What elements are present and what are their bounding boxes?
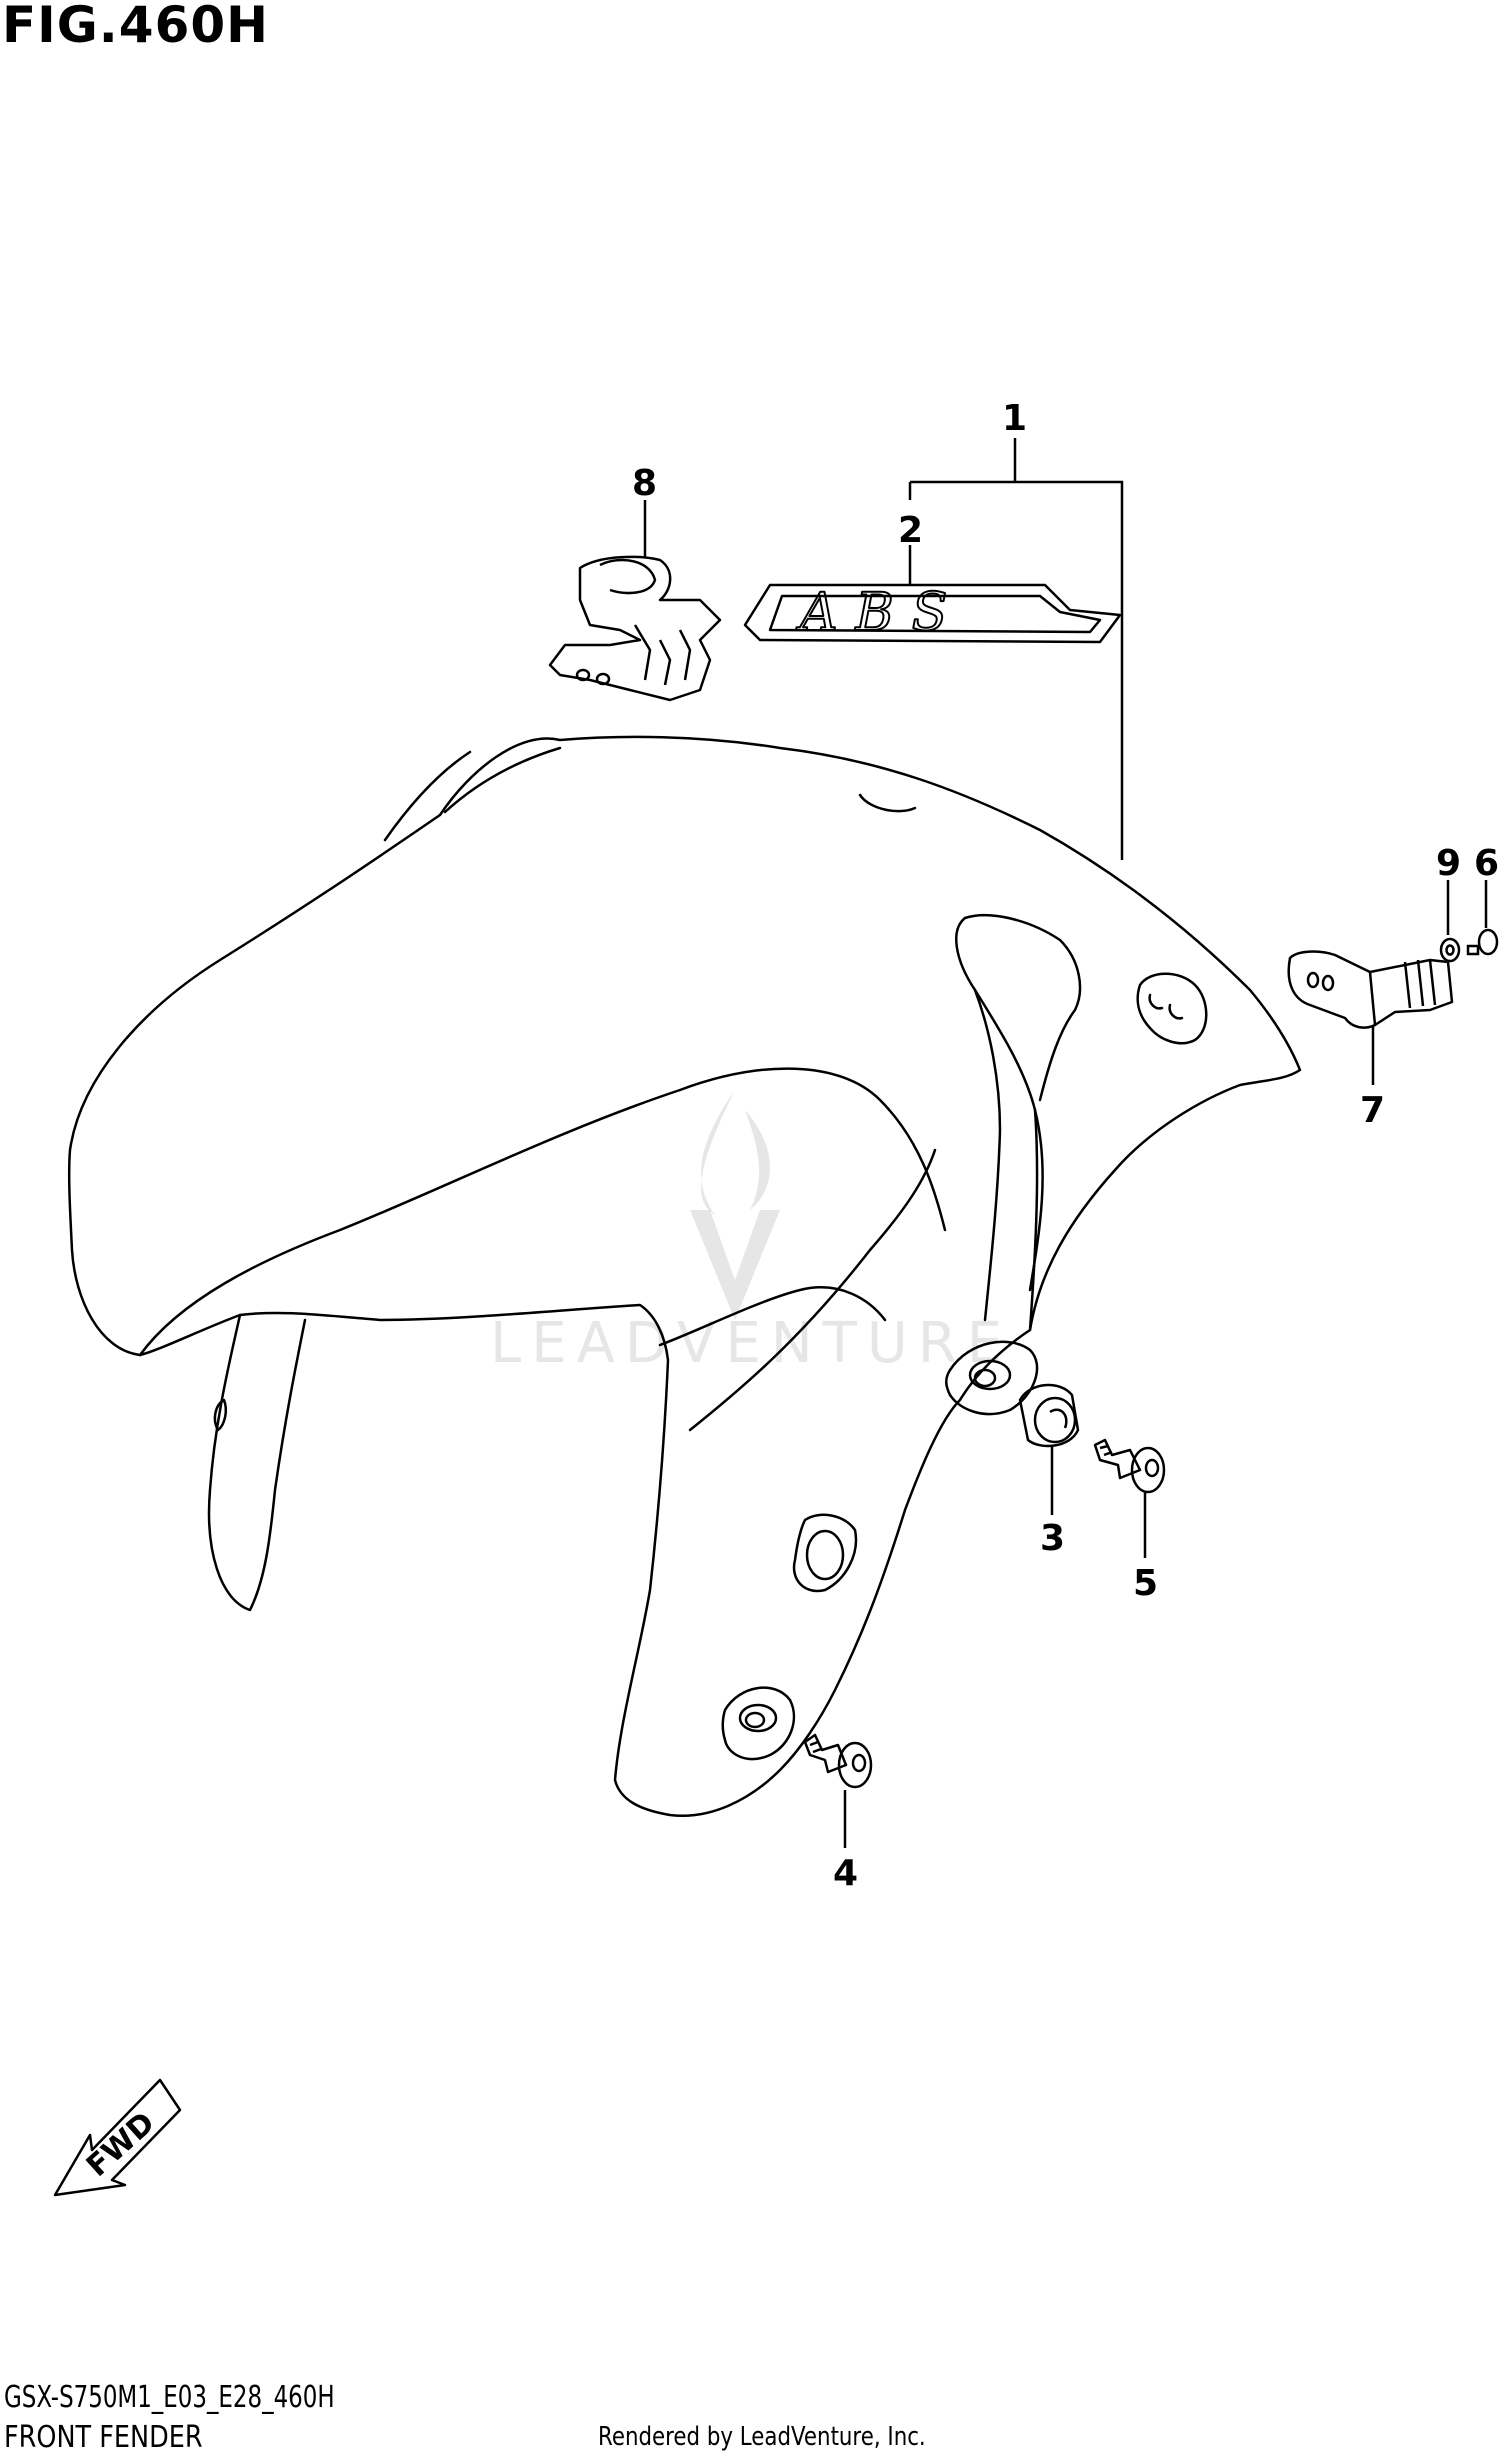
washer-part-9	[1439, 937, 1461, 963]
abs-emblem: ABS	[743, 582, 1122, 644]
callout-2: 2	[898, 510, 923, 551]
bracket-part-7	[1287, 950, 1454, 1029]
screw-part-6	[1466, 928, 1499, 956]
watermark-text: LEADVENTURE	[490, 1311, 1012, 1376]
front-fender	[67, 735, 1302, 1817]
figure-title: FIG.460H	[2, 0, 270, 54]
callout-3: 3	[1040, 1518, 1065, 1559]
bolt-part-5	[1093, 1438, 1166, 1494]
callout-7: 7	[1360, 1090, 1385, 1131]
callout-6: 6	[1474, 843, 1499, 884]
bolt-part-4	[803, 1733, 873, 1789]
abs-emblem-text: ABS	[796, 583, 965, 643]
render-credit: Rendered by LeadVenture, Inc.	[598, 2422, 926, 2452]
watermark: LEADVENTURE	[490, 1090, 1012, 1376]
fwd-arrow: FWD	[53, 2078, 182, 2197]
watermark-flame-icon	[701, 1090, 770, 1215]
callout-9: 9	[1436, 843, 1461, 884]
grommet-part-3	[1018, 1383, 1080, 1448]
section-name: FRONT FENDER	[4, 2420, 203, 2455]
fwd-arrow-icon	[53, 2078, 182, 2197]
callout-1: 1	[1002, 398, 1027, 439]
callout-5: 5	[1133, 1563, 1158, 1604]
bracket-part-8	[548, 555, 722, 702]
callout-labels: 1 2 3 4 5 6 7 8 9	[632, 398, 1499, 1894]
watermark-v-icon	[690, 1210, 780, 1320]
model-code: GSX-S750M1_E03_E28_460H	[4, 2380, 335, 2415]
callout-8: 8	[632, 463, 657, 504]
callout-4: 4	[833, 1853, 858, 1894]
leader-lines	[643, 438, 1488, 1848]
